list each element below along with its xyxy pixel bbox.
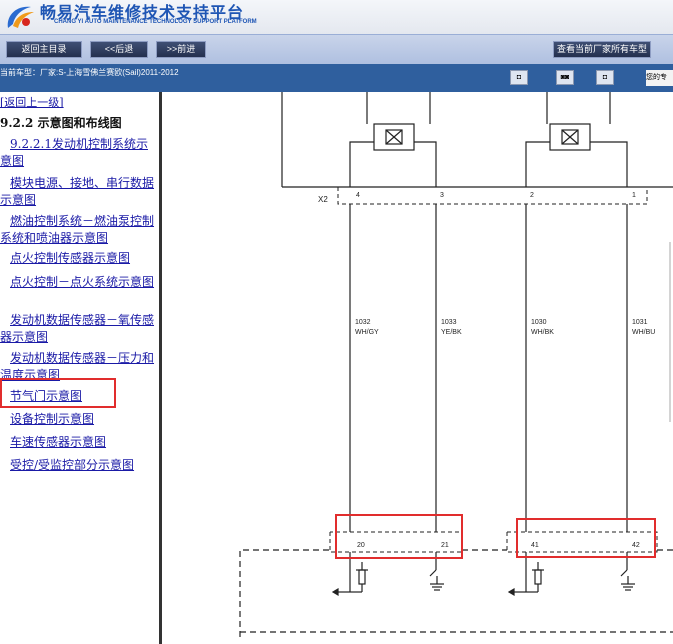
wire-circuit-label: 1033 — [441, 319, 457, 326]
bottom-pin-label: 42 — [632, 542, 640, 549]
section-heading: 9.2.2 示意图和布线图 — [0, 116, 122, 130]
logo-icon — [7, 6, 34, 28]
component-outline — [281, 92, 673, 188]
bottom-connector — [329, 531, 658, 553]
sidebar-item-oxygen-sensor[interactable]: 发动机数据传感器－氧传感器示意图 — [0, 313, 155, 344]
sidebar-item-ignition-sensor[interactable]: 点火控制传感器示意图 — [10, 251, 131, 265]
forward-button[interactable]: >>前进 — [156, 41, 206, 58]
wire-color-label: WH/GY — [355, 329, 379, 336]
wire-color-label: YE/BK — [441, 329, 462, 336]
connector-label: X2 — [318, 195, 328, 204]
ground-left-symbol — [429, 552, 444, 591]
wire-color-label: WH/BK — [531, 329, 554, 336]
ground-right-symbol — [620, 552, 635, 591]
top-pin-label: 3 — [440, 192, 444, 199]
sidebar-item-vehicle-speed[interactable]: 车速传感器示意图 — [10, 435, 107, 449]
sidebar-item-throttle[interactable]: 节气门示意图 — [10, 389, 83, 403]
bottom-pin-label: 20 — [357, 542, 365, 549]
sidebar-item-module-power[interactable]: 模块电源、接地、串行数据示意图 — [0, 176, 155, 207]
connector-x2 — [337, 187, 648, 205]
back-button[interactable]: <<后退 — [90, 41, 148, 58]
top-pin-label: 2 — [530, 192, 534, 199]
full-view-icon[interactable]: ◘ — [596, 70, 614, 85]
driver-right-symbol — [507, 552, 544, 597]
wire-color-label: WH/BU — [632, 329, 655, 336]
wire-circuit-label: 1032 — [355, 319, 371, 326]
sidebar-item-equipment-control[interactable]: 设备控制示意图 — [10, 412, 95, 426]
nav-bar: 返回主目录 <<后退 >>前进 查看当前厂家所有车型 — [0, 34, 673, 65]
wire-circuit-label: 1030 — [531, 319, 547, 326]
split-view-icon[interactable]: ◙◙ — [556, 70, 574, 85]
app-title: 畅易汽车维修技术支持平台 — [40, 3, 245, 22]
sidebar-item-fuel-control[interactable]: 燃油控制系统－燃油泵控制系统和喷油器示意图 — [0, 214, 155, 245]
sidebar-item-ignition-system[interactable]: 点火控制－点火系统示意图 — [10, 275, 155, 289]
sidebar-item-engine-control[interactable]: 9.2.2.1发动机控制系统示意图 — [0, 137, 148, 168]
single-view-icon[interactable]: ◘ — [510, 70, 528, 85]
sidebar: [返回上一级] 9.2.2 示意图和布线图 9.2.2.1发动机控制系统示意图 … — [0, 92, 159, 644]
app-subtitle: CHANG YI AUTO MAINTENANCE TECHNOLOGY SUP… — [54, 19, 257, 25]
wire-lines — [349, 204, 628, 532]
sidebar-item-controlled-monitored[interactable]: 受控/受监控部分示意图 — [10, 458, 135, 472]
injector-left-symbol — [349, 92, 437, 187]
view-all-models-button[interactable]: 查看当前厂家所有车型 — [553, 41, 651, 58]
info-bar: 当前车型：厂家:S-上海雪佛兰赛欧(Sail)2011-2012 ◘ ◙◙ ◘ … — [0, 64, 673, 92]
highlight-box — [335, 514, 656, 559]
highlight-box — [0, 378, 116, 408]
sidebar-divider — [159, 92, 162, 644]
app-header: 畅易汽车维修技术支持平台 CHANG YI AUTO MAINTENANCE T… — [0, 0, 673, 34]
wiring-diagram: X2 4 3 2 1 1032 WH/GY 1033 YE/BK 1030 WH… — [162, 92, 673, 644]
injector-right-symbol — [525, 92, 628, 187]
home-button[interactable]: 返回主目录 — [6, 41, 82, 58]
bottom-pin-label: 21 — [441, 542, 449, 549]
top-pin-label: 4 — [356, 192, 360, 199]
top-pin-label: 1 — [632, 192, 636, 199]
ecm-outline — [239, 549, 673, 637]
current-vehicle-label: 当前车型：厂家:S-上海雪佛兰赛欧(Sail)2011-2012 — [0, 68, 179, 77]
wire-circuit-label: 1031 — [632, 319, 648, 326]
bottom-pin-label: 41 — [531, 542, 539, 549]
back-up-link[interactable]: [返回上一级] — [0, 96, 64, 109]
greeting-text: 您的专 — [646, 70, 673, 86]
